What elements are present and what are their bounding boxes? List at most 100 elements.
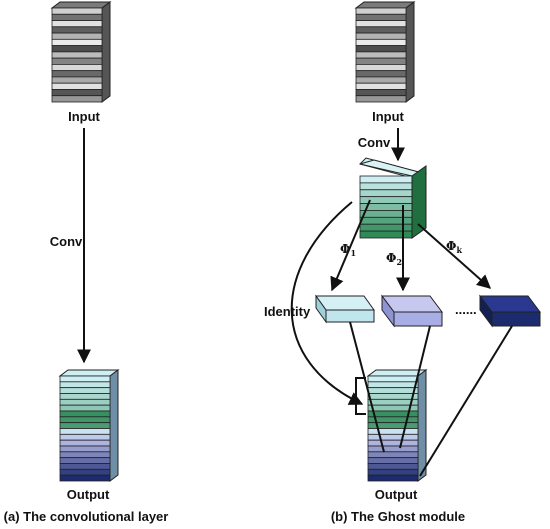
phi-k-arrow [417, 223, 492, 289]
output-layer [59, 451, 111, 459]
output-layer [367, 428, 419, 435]
intrinsic-layer [359, 210, 413, 218]
input-layer [355, 45, 407, 53]
ghost-map-2 [381, 294, 443, 328]
input-layer [355, 57, 407, 65]
intrinsic-layers [359, 175, 413, 239]
identity-bracket [355, 377, 366, 415]
output-layer [59, 433, 111, 441]
ellipsis: ...... [455, 302, 477, 317]
output-layer [59, 457, 111, 464]
input-layer [51, 13, 103, 21]
intrinsic-layer [359, 196, 413, 204]
output-layer [367, 468, 419, 476]
input-layer [355, 13, 407, 21]
input-layer [51, 76, 103, 84]
output-layer [59, 468, 111, 476]
output-layers-right [367, 375, 419, 482]
output-layer [59, 398, 111, 406]
output-label-right: Output [375, 487, 418, 502]
output-layer [59, 474, 111, 482]
input-layer [51, 89, 103, 97]
output-layer [59, 463, 111, 470]
output-layer [367, 463, 419, 470]
output-layer [59, 445, 111, 453]
identity-arrow [290, 201, 364, 405]
output-layer [367, 422, 419, 429]
output-layer [367, 387, 419, 394]
output-layers-left [59, 375, 111, 482]
intrinsic-layer [359, 175, 413, 184]
input-layer [355, 95, 407, 103]
output-stack-left [58, 369, 120, 482]
input-stack-right [354, 1, 416, 103]
input-layer [51, 70, 103, 78]
output-layer [59, 422, 111, 429]
input-layer [355, 89, 407, 97]
output-layer [59, 375, 111, 383]
identity-label: Identity [264, 304, 311, 319]
output-layer [367, 451, 419, 459]
input-layer [51, 51, 103, 59]
input-layer [51, 32, 103, 40]
ghost-k-to-output [419, 325, 513, 477]
input-layer [51, 57, 103, 65]
phi-2-label: Φ2 [386, 251, 402, 267]
conv-label-left: Conv [50, 234, 83, 249]
intrinsic-feature-stack [359, 157, 427, 239]
input-layer [51, 95, 103, 103]
phi-1-arrow [330, 199, 371, 292]
ghost-map-1 [315, 294, 375, 324]
input-layer [355, 70, 407, 78]
input-layer [51, 64, 103, 72]
input-layer [355, 38, 407, 47]
output-layer [59, 404, 111, 412]
output-layer [367, 381, 419, 389]
input-label-right: Input [372, 109, 404, 124]
output-layer [59, 387, 111, 394]
output-layer [367, 474, 419, 482]
input-layer [355, 32, 407, 40]
input-layer [51, 26, 103, 34]
input-layer [51, 45, 103, 53]
intrinsic-layer [359, 216, 413, 225]
output-layer [367, 375, 419, 383]
intrinsic-layer [359, 182, 413, 191]
input-layers-left [51, 7, 103, 103]
input-layer [355, 20, 407, 28]
output-layer [367, 445, 419, 453]
intrinsic-layer [359, 189, 413, 198]
output-layer [59, 416, 111, 424]
phi-k-label: Φk [446, 239, 462, 255]
ghost-map-k [479, 294, 541, 328]
input-layer [355, 26, 407, 34]
intrinsic-layer [359, 223, 413, 232]
caption-left: (a) The convolutional layer [4, 509, 169, 524]
output-layer [59, 381, 111, 389]
input-layer [355, 51, 407, 59]
input-stack-left [50, 1, 112, 103]
input-layers-right [355, 7, 407, 103]
input-label-left: Input [68, 109, 100, 124]
output-stack-right [366, 369, 428, 482]
intrinsic-layer [359, 230, 413, 239]
output-layer [367, 433, 419, 441]
input-layer [51, 7, 103, 15]
ghost-2-to-output [399, 325, 431, 449]
input-layer [355, 82, 407, 90]
ghost-1-to-output [349, 321, 385, 453]
output-layer [59, 428, 111, 435]
output-layer [367, 393, 419, 400]
output-label-left: Output [67, 487, 110, 502]
input-layer [51, 38, 103, 47]
caption-right: (b) The Ghost module [331, 509, 465, 524]
phi-1-label: Φ1 [340, 242, 356, 258]
conv-label-right: Conv [358, 135, 391, 150]
input-layer [355, 76, 407, 84]
output-layer [367, 457, 419, 464]
output-layer [59, 393, 111, 400]
input-layer [355, 7, 407, 15]
output-layer [59, 439, 111, 447]
output-layer [367, 439, 419, 447]
